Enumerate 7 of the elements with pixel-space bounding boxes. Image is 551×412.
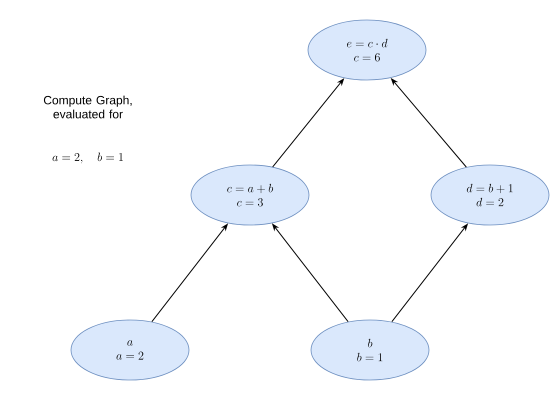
graph-node: $a$ $a = 2$ (70, 320, 190, 380)
formula: $a = 2, \quad b = 1$ (52, 152, 123, 164)
graph-node: $b$ $b = 1$ (310, 320, 430, 380)
graph-node: $c = a + b$ $c = 3$ (190, 164, 310, 226)
caption-text: Compute Graph, evaluated for (44, 96, 132, 118)
graph-node: $d = b + 1$ $d = 2$ (430, 164, 550, 226)
graph-node: $e = c \cdot d$ $c = 6$ (308, 20, 426, 80)
